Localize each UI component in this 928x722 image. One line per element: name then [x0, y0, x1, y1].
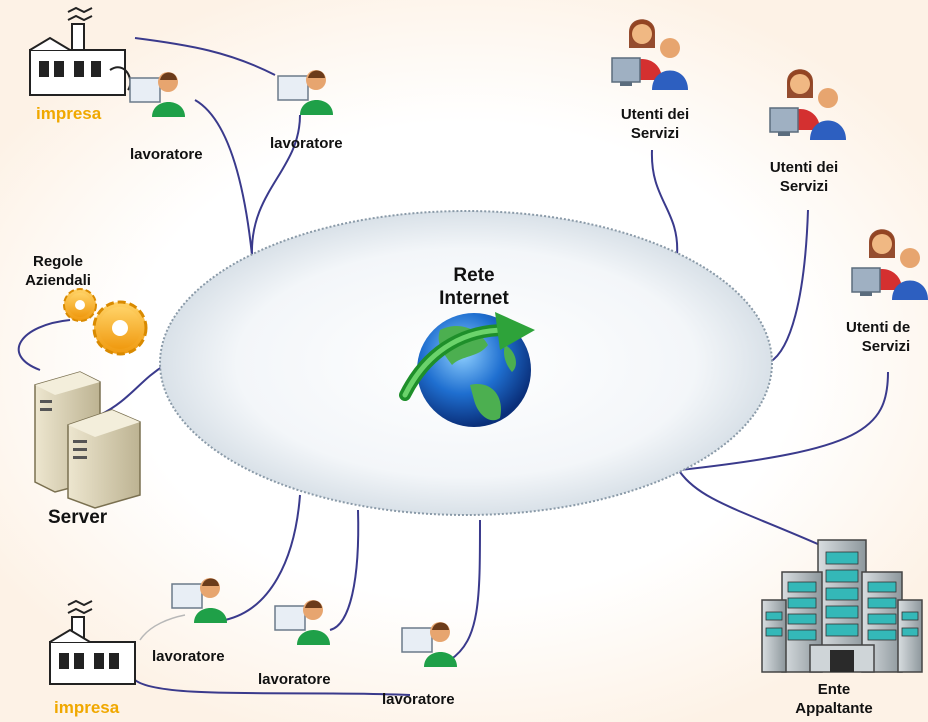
- worker-icon-top-1: [129, 72, 185, 117]
- connector-bworker1-to-cloud: [224, 494, 301, 621]
- network-title-line1: Rete: [453, 265, 495, 286]
- worker-label-bottom-3: lavoratore: [382, 691, 455, 708]
- company-label-bottom: impresa: [54, 698, 120, 717]
- worker-label-bottom-1: lavoratore: [152, 648, 225, 665]
- service-users-label-3-line2: Servizi: [861, 338, 911, 355]
- worker-icon-bottom-2: [274, 600, 330, 645]
- factory-icon-top: [29, 6, 132, 96]
- factory-icon-bottom: [49, 599, 136, 685]
- ente-label-line1: Ente: [817, 681, 851, 698]
- service-users-label-3: Utenti de Servizi: [846, 318, 910, 356]
- worker-label-top-1: lavoratore: [130, 146, 203, 163]
- connector-server-to-cloud: [99, 364, 166, 416]
- service-users-label-1-line1: Utenti dei: [620, 106, 690, 123]
- service-users-label-3-line1: Utenti de: [846, 319, 911, 336]
- globe-icon: [399, 312, 535, 427]
- worker-icon-bottom-1: [171, 578, 227, 623]
- worker-icon-top-2: [277, 70, 333, 115]
- connector-users1-to-cloud: [650, 149, 679, 256]
- service-users-icon-2: [769, 69, 846, 140]
- connector-cloud-to-ente: [679, 471, 821, 546]
- service-users-label-1: Utenti dei Servizi: [621, 105, 689, 143]
- connector-bcompany-to-worker3: [134, 679, 411, 696]
- connector-users3-to-cloud: [679, 371, 889, 471]
- worker-icon-bottom-3: [401, 622, 457, 667]
- building-icon: [761, 539, 923, 673]
- connector-bworker2-to-cloud: [329, 509, 360, 631]
- server-label: Server: [48, 507, 108, 528]
- rules-label-line1: Regole: [32, 253, 84, 270]
- worker-label-bottom-2: lavoratore: [258, 671, 331, 688]
- ente-label-line2: Appaltante: [795, 700, 873, 717]
- connector-worker1-to-cloud: [194, 99, 253, 256]
- network-title-line2: Internet: [439, 288, 509, 309]
- rules-label: Regole Aziendali: [25, 252, 91, 290]
- rules-label-line2: Aziendali: [25, 272, 91, 289]
- worker-label-top-2: lavoratore: [270, 135, 343, 152]
- network-title: Rete Internet: [439, 264, 509, 310]
- service-users-label-2-line2: Servizi: [779, 178, 829, 195]
- service-users-label-2-line1: Utenti dei: [769, 159, 839, 176]
- connector-users2-to-cloud: [769, 209, 809, 363]
- gears-icon: [63, 288, 148, 356]
- connector-lines: [17, 37, 889, 696]
- server-icon: [34, 371, 141, 509]
- service-users-label-1-line2: Servizi: [630, 125, 680, 142]
- connector-bworker3-to-cloud: [449, 519, 481, 661]
- service-users-icon-1: [611, 19, 688, 90]
- company-label-top: impresa: [36, 104, 102, 123]
- connector-rules-to-server: [17, 319, 71, 371]
- service-users-icon-3: [851, 229, 928, 300]
- service-users-label-2: Utenti dei Servizi: [770, 158, 838, 196]
- connector-bcompany-to-worker1: [139, 614, 186, 641]
- ente-label: Ente Appaltante: [795, 680, 873, 718]
- connector-company-to-worker: [134, 37, 276, 76]
- connector-worker2-to-cloud: [250, 114, 301, 256]
